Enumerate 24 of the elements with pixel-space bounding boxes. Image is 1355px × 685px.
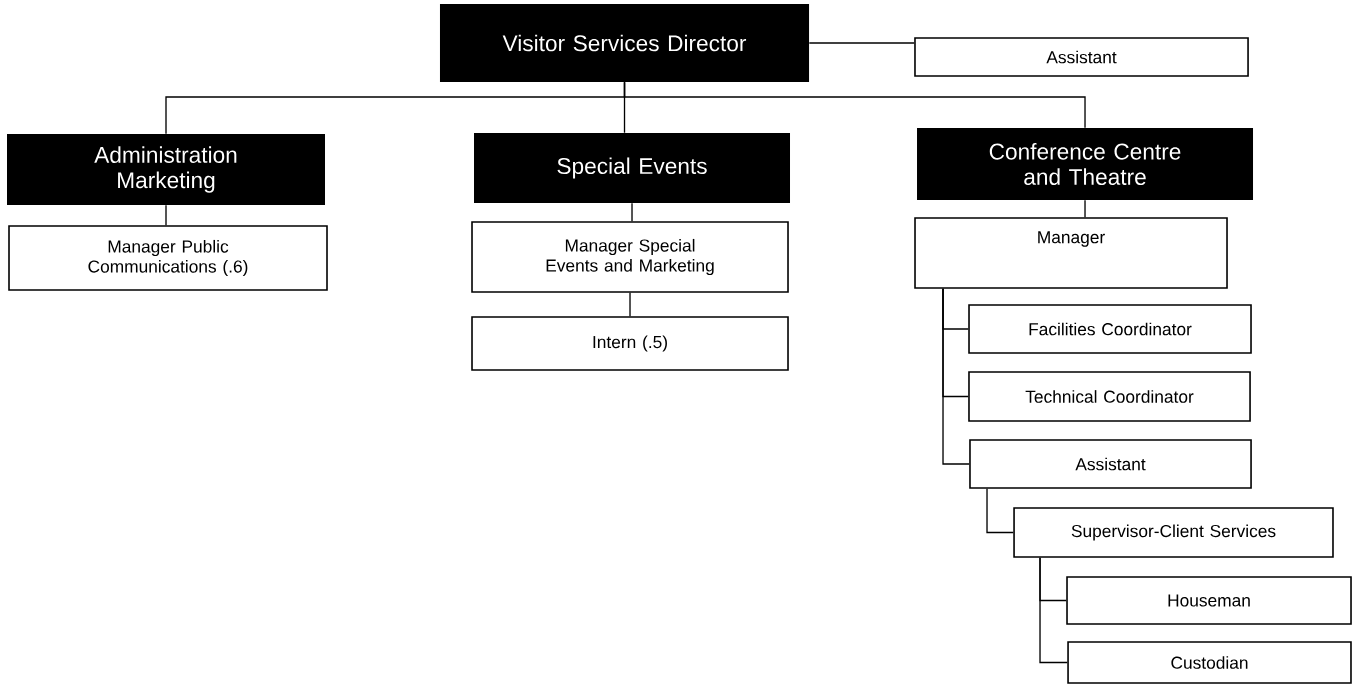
connector-line — [986, 488, 1014, 534]
position-box: Manager Special Events and Marketing — [471, 221, 789, 293]
position-box: Supervisor-Client Services — [1013, 507, 1334, 558]
position-box: Houseman — [1066, 576, 1352, 625]
position-box: Manager — [914, 217, 1228, 289]
position-box: Assistant — [914, 37, 1249, 77]
connector-line — [629, 292, 631, 317]
position-box: Manager Public Communications (.6) — [8, 225, 328, 291]
connector-line — [631, 202, 633, 222]
department-box: Administration Marketing — [7, 134, 325, 205]
department-box: Special Events — [474, 133, 790, 203]
connector-line — [1039, 557, 1068, 664]
position-box: Intern (.5) — [471, 316, 789, 371]
connector-line — [808, 42, 915, 44]
connector-line — [165, 204, 167, 226]
position-box: Technical Coordinator — [968, 371, 1251, 422]
department-box: Visitor Services Director — [439, 4, 810, 82]
position-box: Facilities Coordinator — [968, 304, 1252, 354]
connector-line — [1084, 199, 1086, 218]
connector-line — [623, 81, 1086, 129]
department-box: Conference Centre and Theatre — [917, 128, 1253, 200]
connector-line — [942, 288, 970, 465]
position-box: Custodian — [1067, 641, 1352, 684]
position-box: Assistant — [969, 439, 1252, 489]
